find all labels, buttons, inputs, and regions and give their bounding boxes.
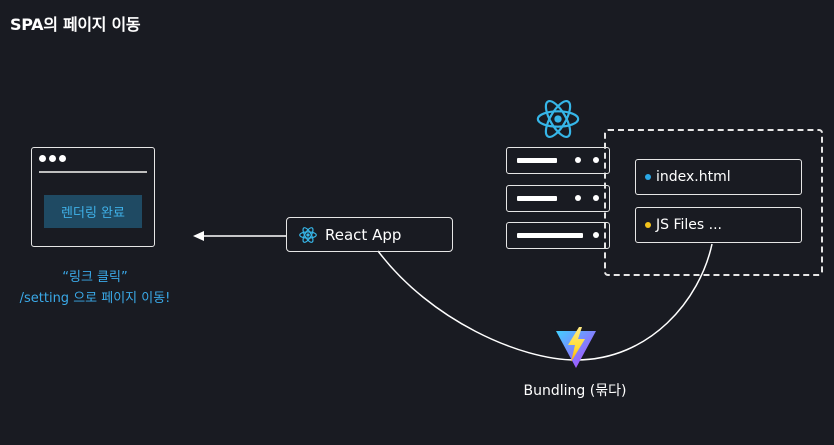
bundle-curve-right xyxy=(575,243,713,361)
browser-window: 렌더링 완료 xyxy=(31,147,155,247)
bundle-output-container xyxy=(604,129,823,276)
file-index-html: index.html xyxy=(635,159,802,195)
yellow-dot-icon xyxy=(645,222,651,228)
window-dot-icon xyxy=(49,155,56,162)
file-label: index.html xyxy=(656,169,731,185)
caption-line-1: “링크 클릭” xyxy=(62,270,128,285)
vite-icon xyxy=(556,327,596,368)
server-led-icon xyxy=(575,195,581,201)
window-dot-icon xyxy=(59,155,66,162)
react-app-label: React App xyxy=(325,225,402,244)
caption-line-2: /setting 으로 페이지 이동! xyxy=(19,291,171,306)
react-icon xyxy=(536,100,580,138)
file-js-files: JS Files ... xyxy=(635,207,802,243)
server-line xyxy=(517,196,557,201)
window-dot-icon xyxy=(39,155,46,162)
address-bar-divider xyxy=(39,171,147,173)
window-controls xyxy=(39,155,66,162)
server-led-icon xyxy=(593,195,599,201)
server-line xyxy=(517,158,557,163)
server-led-icon xyxy=(575,157,581,163)
server-led-icon xyxy=(593,157,599,163)
server-unit xyxy=(506,147,610,174)
server-led-icon xyxy=(593,232,599,238)
arrow-head xyxy=(193,231,204,241)
page-title: SPA의 페이지 이동 xyxy=(10,15,141,34)
server-unit xyxy=(506,222,610,249)
file-label: JS Files ... xyxy=(656,217,722,233)
blue-dot-icon xyxy=(645,174,651,180)
render-complete-badge: 렌더링 완료 xyxy=(44,195,142,228)
server-unit xyxy=(506,185,610,212)
react-icon xyxy=(299,226,317,243)
bundling-label: Bundling (묶다) xyxy=(523,383,627,399)
server-line xyxy=(517,233,583,238)
react-app-box: React App xyxy=(286,217,453,252)
bundle-curve-left xyxy=(377,250,577,361)
